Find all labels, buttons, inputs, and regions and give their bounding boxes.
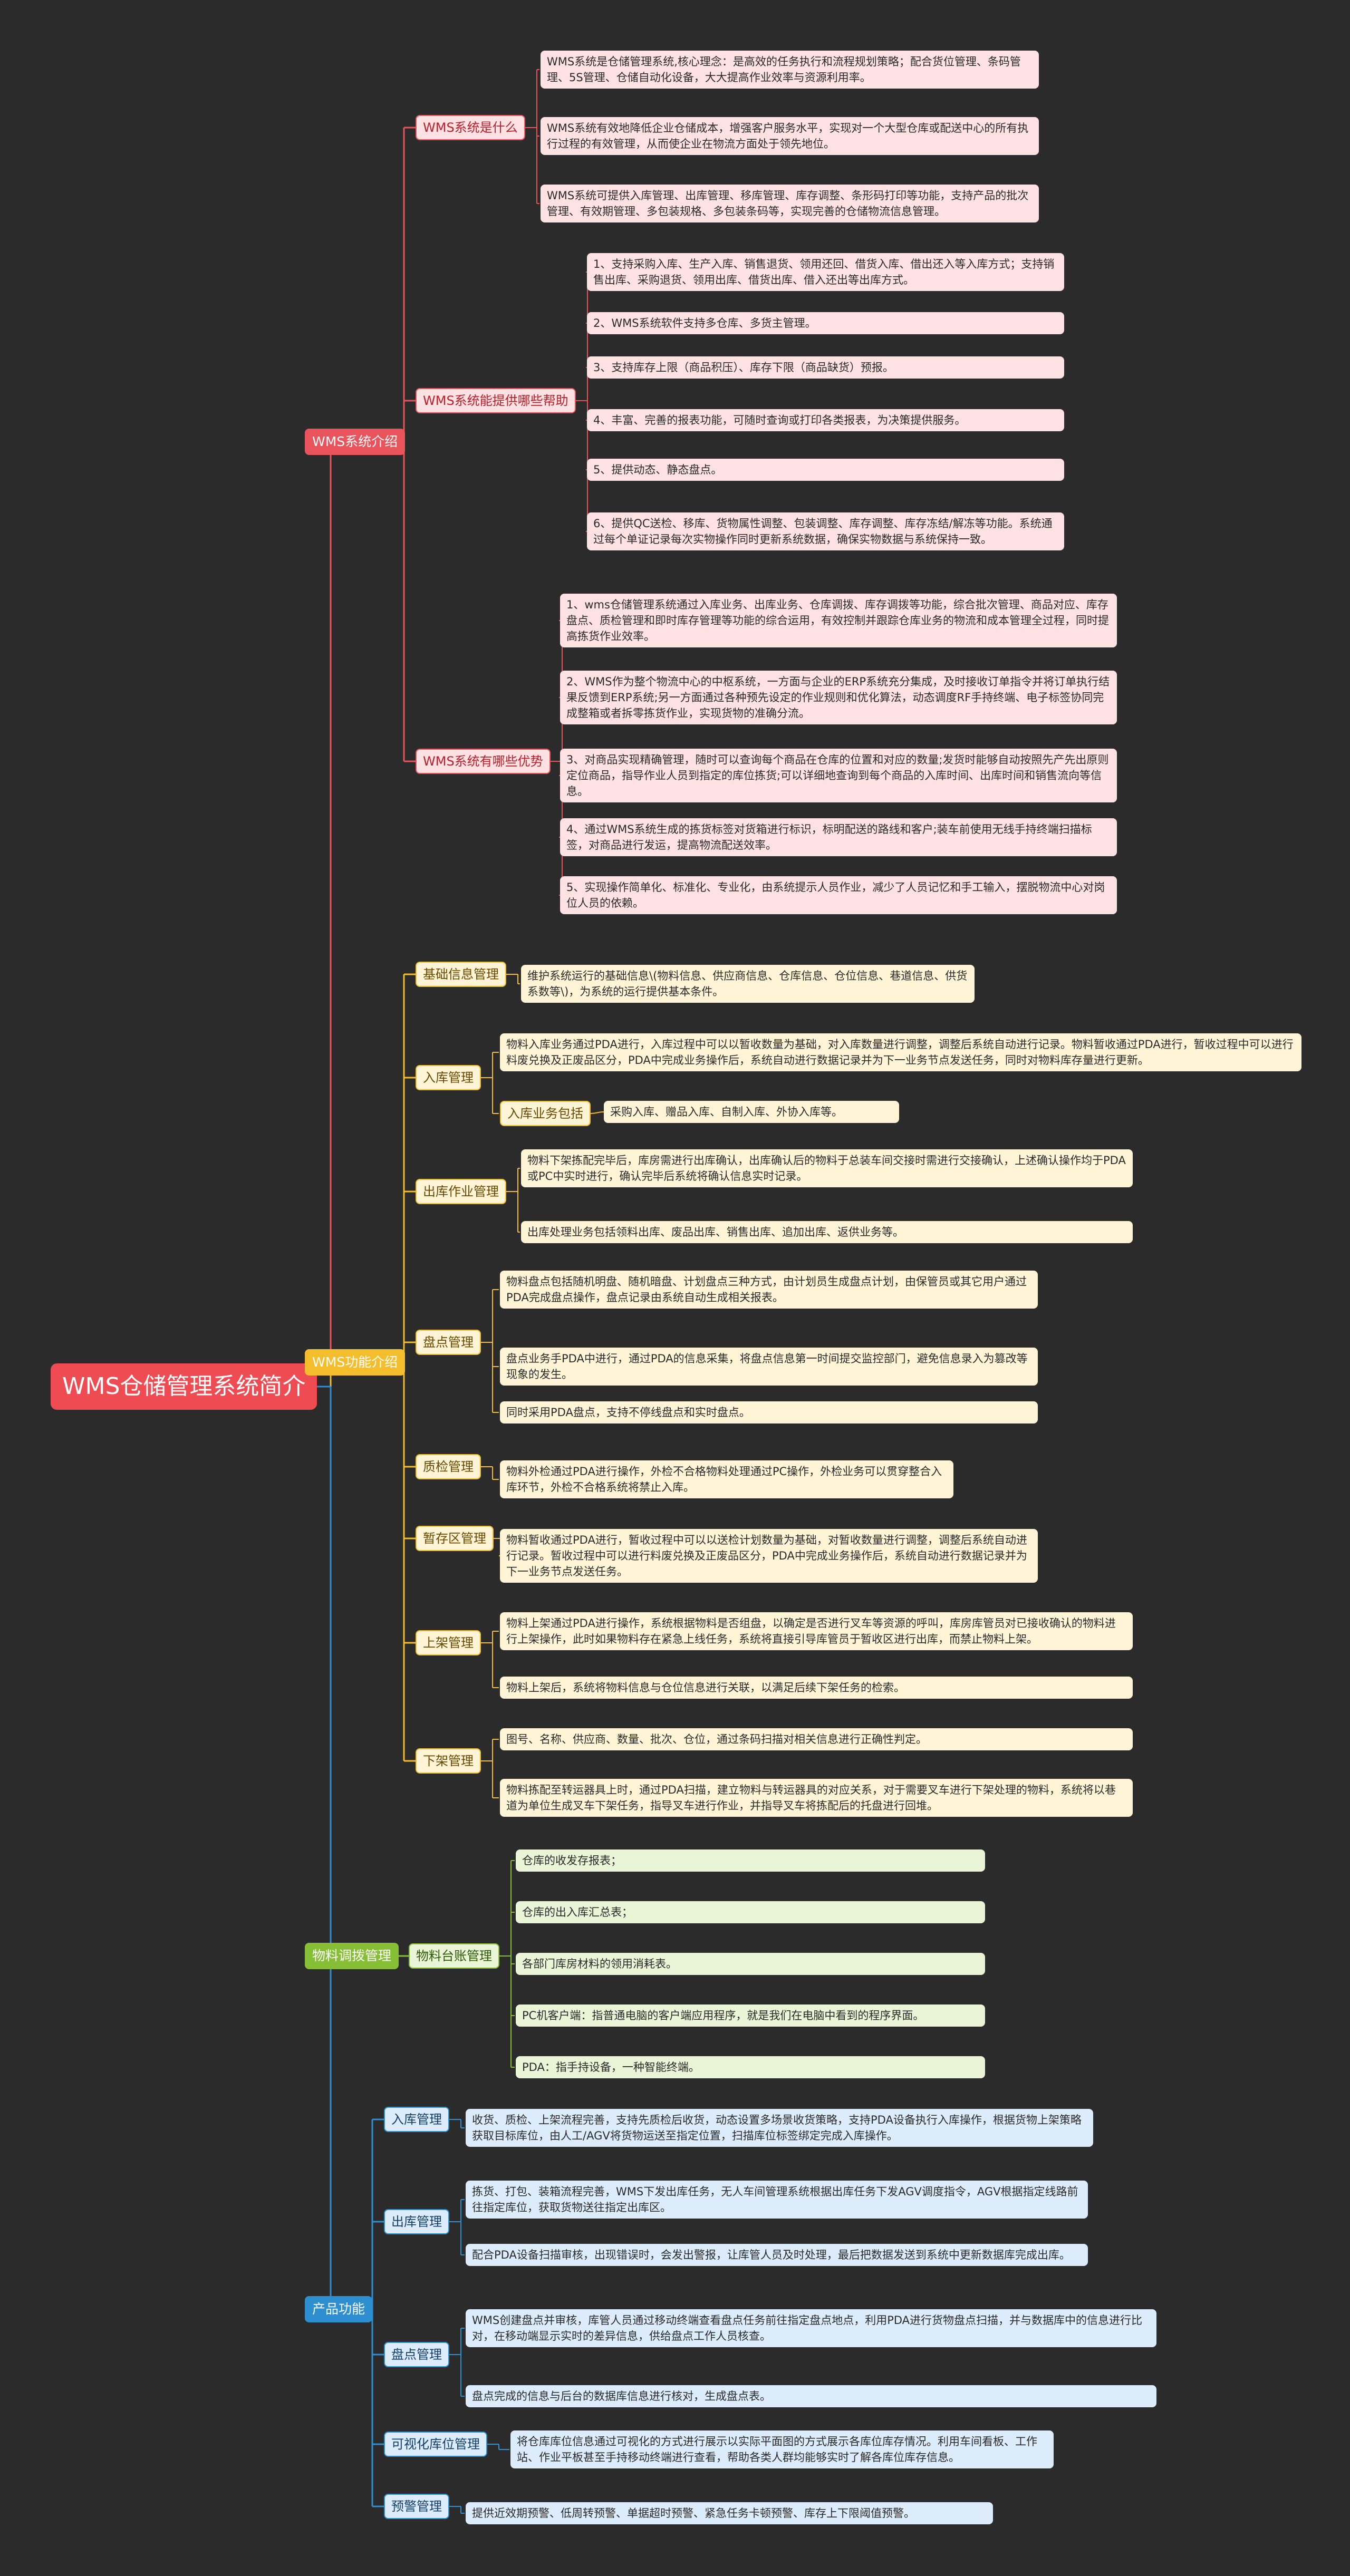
detail-1-2-5[interactable]: 5、提供动态、静态盘点。 [587,459,1064,481]
topic-4-4[interactable]: 可视化库位管理 [384,2432,487,2457]
detail-2-7-1[interactable]: 物料上架通过PDA进行操作，系统根据物料是否组盘，以确定是否进行叉车等资源的呼叫… [500,1612,1133,1650]
branch-3[interactable]: 物料调拨管理 [305,1943,399,1969]
detail-1-3-2[interactable]: 2、WMS作为整个物流中心的中枢系统，一方面与企业的ERP系统充分集成，及时接收… [560,671,1117,724]
root-topic[interactable]: WMS仓储管理系统简介 [51,1363,317,1410]
detail-1-2-1[interactable]: 1、支持采购入库、生产入库、销售退货、领用还回、借货入库、借出还入等入库方式；支… [587,253,1064,291]
topic-2-8[interactable]: 下架管理 [416,1748,481,1774]
detail-2-1-1[interactable]: 维护系统运行的基础信息\(物料信息、供应商信息、仓库信息、仓位信息、巷道信息、供… [521,965,975,1003]
detail-1-2-2[interactable]: 2、WMS系统软件支持多仓库、多货主管理。 [587,312,1064,334]
detail-4-5-1[interactable]: 提供近效期预警、低周转预警、单据超时预警、紧急任务卡顿预警、库存上下限阈值预警。 [466,2502,993,2524]
detail-3-1-5[interactable]: PDA：指手持设备，一种智能终端。 [516,2056,985,2078]
topic-2-2[interactable]: 入库管理 [416,1065,481,1090]
detail-3-1-1[interactable]: 仓库的收发存报表； [516,1849,985,1872]
topic-2-4[interactable]: 盘点管理 [416,1330,481,1355]
detail-1-3-4[interactable]: 4、通过WMS系统生成的拣货标签对货箱进行标识，标明配送的路线和客户;装车前使用… [560,818,1117,856]
detail-3-1-2[interactable]: 仓库的出入库汇总表； [516,1901,985,1923]
detail-4-3-1[interactable]: WMS创建盘点并审核，库管人员通过移动终端查看盘点任务前往指定盘点地点，利用PD… [466,2309,1156,2347]
branch-1[interactable]: WMS系统介绍 [305,429,406,455]
detail-2-5-1[interactable]: 物料外检通过PDA进行操作，外检不合格物料处理通过PC操作，外检业务可以贯穿整合… [500,1460,953,1498]
detail-2-3-2[interactable]: 出库处理业务包括领料出库、废品出库、销售出库、追加出库、返供业务等。 [521,1221,1133,1243]
detail-2-2-1[interactable]: 物料入库业务通过PDA进行，入库过程中可以以暂收数量为基础，对入库数量进行调整，… [500,1033,1301,1071]
detail-1-2-6[interactable]: 6、提供QC送检、移库、货物属性调整、包装调整、库存调整、库存冻结/解冻等功能。… [587,512,1064,550]
topic-2-3[interactable]: 出库作业管理 [416,1179,506,1204]
topic-1-2[interactable]: WMS系统能提供哪些帮助 [416,388,576,413]
topic-2-7[interactable]: 上架管理 [416,1630,481,1655]
detail-3-1-3[interactable]: 各部门库房材料的领用消耗表。 [516,1953,985,1975]
detail-4-2-1[interactable]: 拣货、打包、装箱流程完善，WMS下发出库任务，无人车间管理系统根据出库任务下发A… [466,2181,1088,2219]
detail-1-3-1[interactable]: 1、wms仓储管理系统通过入库业务、出库业务、仓库调拨、库存调拨等功能，综合批次… [560,594,1117,647]
topic-4-3[interactable]: 盘点管理 [384,2342,449,2367]
topic-2-1[interactable]: 基础信息管理 [416,962,506,987]
topic-2-2-sub[interactable]: 入库业务包括 [500,1101,591,1126]
detail-1-1-3[interactable]: WMS系统可提供入库管理、出库管理、移库管理、库存调整、条形码打印等功能，支持产… [541,185,1039,222]
detail-3-1-4[interactable]: PC机客户端：指普通电脑的客户端应用程序，就是我们在电脑中看到的程序界面。 [516,2004,985,2027]
connector [590,1111,604,1114]
detail-4-4-1[interactable]: 将仓库库位信息通过可视化的方式进行展示以实际平面图的方式展示各库位库存情况。利用… [510,2430,1054,2468]
detail-2-7-2[interactable]: 物料上架后，系统将物料信息与仓位信息进行关联，以满足后续下架任务的检索。 [500,1677,1133,1699]
topic-4-5[interactable]: 预警管理 [384,2494,449,2519]
branch-4[interactable]: 产品功能 [305,2296,373,2322]
detail-1-3-3[interactable]: 3、对商品实现精确管理，随时可以查询每个商品在仓库的位置和对应的数量;发货时能够… [560,749,1117,802]
detail-1-2-3[interactable]: 3、支持库存上限（商品积压）、库存下限（商品缺货）预报。 [587,356,1064,379]
topic-2-6[interactable]: 暂存区管理 [416,1526,494,1551]
detail-1-3-5[interactable]: 5、实现操作简单化、标准化、专业化，由系统提示人员作业，减少了人员记忆和手工输入… [560,876,1117,914]
detail-4-3-2[interactable]: 盘点完成的信息与后台的数据库信息进行核对，生成盘点表。 [466,2385,1156,2407]
branch-2[interactable]: WMS功能介绍 [305,1349,406,1376]
detail-2-2-sub-1[interactable]: 采购入库、赠品入库、自制入库、外协入库等。 [604,1101,899,1123]
topic-1-3[interactable]: WMS系统有哪些优势 [416,749,551,774]
detail-1-1-2[interactable]: WMS系统有效地降低企业仓储成本，增强客户服务水平，实现对一个大型仓库或配送中心… [541,117,1039,155]
detail-2-4-3[interactable]: 同时采用PDA盘点，支持不停线盘点和实时盘点。 [500,1401,1038,1423]
detail-2-4-1[interactable]: 物料盘点包括随机明盘、随机暗盘、计划盘点三种方式，由计划员生成盘点计划，由保管员… [500,1271,1038,1309]
detail-4-2-2[interactable]: 配合PDA设备扫描审核，出现错误时，会发出警报，让库管人员及时处理，最后把数据发… [466,2244,1088,2266]
detail-1-1-1[interactable]: WMS系统是仓储管理系统,核心理念：是高效的任务执行和流程规划策略；配合货位管理… [541,51,1039,89]
topic-4-2[interactable]: 出库管理 [384,2209,449,2234]
topic-4-1[interactable]: 入库管理 [384,2107,449,2132]
detail-4-1-1[interactable]: 收货、质检、上架流程完善，支持先质检后收货，动态设置多场景收货策略，支持PDA设… [466,2109,1093,2147]
detail-2-8-1[interactable]: 图号、名称、供应商、数量、批次、仓位，通过条码扫描对相关信息进行正确性判定。 [500,1728,1133,1750]
topic-3-1[interactable]: 物料台账管理 [409,1943,499,1969]
detail-2-6-1[interactable]: 物料暂收通过PDA进行，暂收过程中可以以送检计划数量为基础，对暂收数量进行调整，… [500,1529,1038,1583]
topic-1-1[interactable]: WMS系统是什么 [416,115,525,140]
detail-2-4-2[interactable]: 盘点业务手PDA中进行，通过PDA的信息采集，将盘点信息第一时间提交监控部门，避… [500,1348,1038,1386]
detail-2-8-2[interactable]: 物料拣配至转运器具上时，通过PDA扫描，建立物料与转运器具的对应关系，对于需要叉… [500,1779,1133,1817]
topic-2-5[interactable]: 质检管理 [416,1454,481,1479]
detail-2-3-1[interactable]: 物料下架拣配完毕后，库房需进行出库确认，出库确认后的物料于总装车间交接时需进行交… [521,1149,1133,1187]
detail-1-2-4[interactable]: 4、丰富、完善的报表功能，可随时查询或打印各类报表，为决策提供服务。 [587,409,1064,431]
